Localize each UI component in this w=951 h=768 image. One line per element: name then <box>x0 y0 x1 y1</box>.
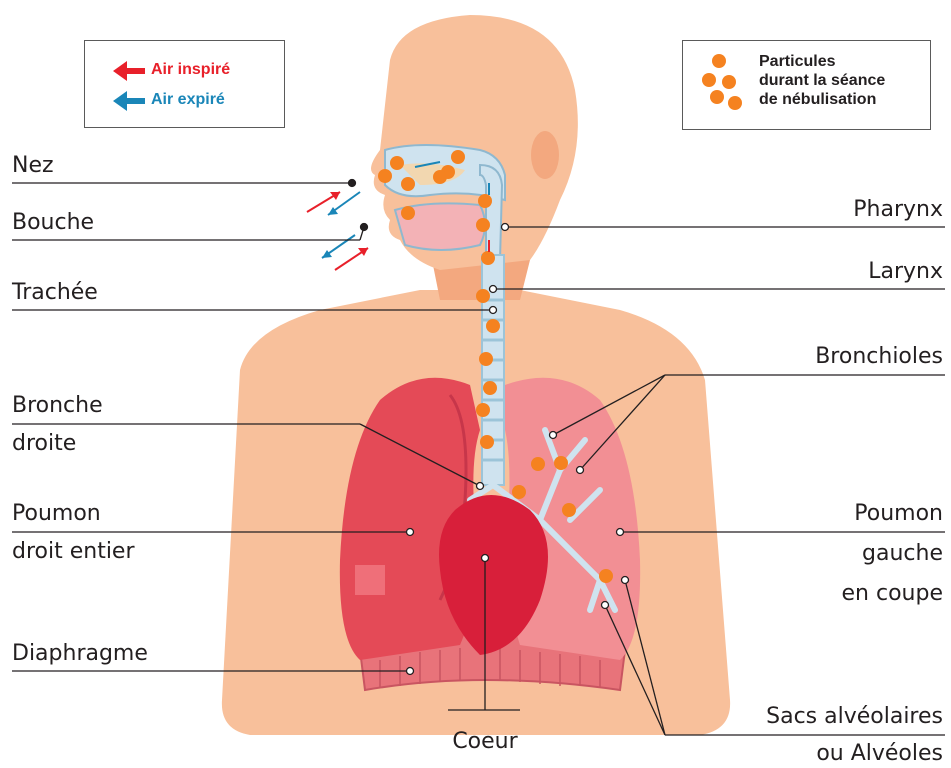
particle <box>476 403 490 417</box>
particle <box>554 456 568 470</box>
particles-icon <box>699 53 745 115</box>
label-bronche-1: Bronche <box>12 392 103 420</box>
label-larynx: Larynx <box>868 258 943 286</box>
legend-particles-line1: Particules <box>759 53 835 71</box>
label-bronchioles: Bronchioles <box>815 343 943 371</box>
legend-inspired-label: Air inspiré <box>151 61 230 79</box>
particle <box>401 206 415 220</box>
label-nez: Nez <box>12 152 54 180</box>
label-poumon-gauche-3: en coupe <box>842 580 943 608</box>
arrow-red-icon <box>113 61 145 81</box>
label-sacs-2: ou Alvéoles <box>816 740 943 768</box>
arrow-blue-icon <box>113 91 145 111</box>
particle <box>476 289 490 303</box>
legend-particles: Particules durant la séance de nébulisat… <box>682 40 931 130</box>
legend-particles-line3: de nébulisation <box>759 91 876 109</box>
legend-air: Air inspiré Air expiré <box>84 40 285 128</box>
label-bouche: Bouche <box>12 209 94 237</box>
particle <box>378 169 392 183</box>
particle <box>451 150 465 164</box>
label-poumon-gauche-2: gauche <box>862 540 943 568</box>
legend-particles-line2: durant la séance <box>759 72 885 90</box>
particle <box>481 251 495 265</box>
particle <box>531 457 545 471</box>
particle <box>476 218 490 232</box>
particle <box>512 485 526 499</box>
label-bronche-2: droite <box>12 430 76 458</box>
label-trachee: Trachée <box>12 279 98 307</box>
particle <box>599 569 613 583</box>
label-coeur: Coeur <box>435 728 535 756</box>
particle <box>390 156 404 170</box>
particle <box>479 352 493 366</box>
right-lung-highlight <box>355 565 385 595</box>
label-sacs-1: Sacs alvéolaires <box>766 703 943 731</box>
label-poumon-droit-2: droit entier <box>12 538 135 566</box>
particle <box>562 503 576 517</box>
label-diaphragme: Diaphragme <box>12 640 148 668</box>
label-poumon-gauche-1: Poumon <box>854 500 943 528</box>
label-pharynx: Pharynx <box>853 196 943 224</box>
particle <box>480 435 494 449</box>
legend-expired-label: Air expiré <box>151 91 225 109</box>
particle <box>483 381 497 395</box>
ear <box>531 131 559 179</box>
particle <box>486 319 500 333</box>
particle <box>433 170 447 184</box>
label-poumon-droit-1: Poumon <box>12 500 101 528</box>
particle <box>478 194 492 208</box>
particle <box>401 177 415 191</box>
